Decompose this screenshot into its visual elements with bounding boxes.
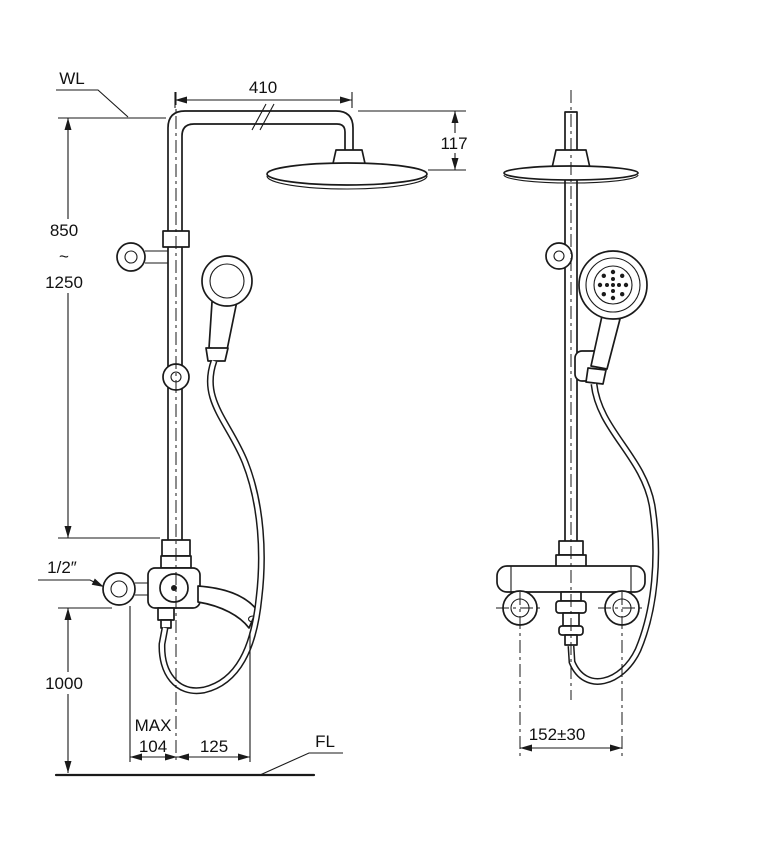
bath-spout [197,585,258,629]
text-background [437,133,471,153]
pipe-outer-line [167,110,354,573]
dim-mixer-height-text: 1000 [45,674,83,693]
dimension-arrow [64,526,72,538]
label-floor-line: FL [54,732,343,777]
dim-inlet-spacing-text: 152±30 [529,725,586,744]
dimension-arm-reach: 410 [174,78,353,108]
dimension-arrow [165,753,177,761]
wall-bracket [116,242,168,272]
handset-face-mid [585,257,641,313]
inlet-size-text: 1/2″ [47,558,77,577]
dimension-arrow [64,761,72,773]
bracket-flange-right-inner [553,250,565,262]
dim-arm-reach-text: 410 [249,78,277,97]
hand-shower [201,255,253,362]
hose-outlet-nut [160,619,172,629]
shower-head-disc [266,162,428,186]
hose-connector [205,347,229,362]
dim-spout-reach-text: 125 [200,737,228,756]
left-elevation-view [102,103,428,695]
leader-arrow [91,578,104,587]
dimension-arrow [177,753,189,761]
text-background [42,219,86,293]
floor-line-leader [259,752,343,776]
dim-head-drop-text: 117 [440,134,467,153]
dimension-arrow [130,753,142,761]
extension-lines [358,110,466,171]
label-water-line: WL [56,69,129,118]
shower-hose-right [567,383,660,685]
dimension-arrow [451,158,459,170]
handset-handle-right [590,315,621,370]
dimension-head-drop: 117 [358,110,471,171]
water-line-leader [56,89,129,118]
hand-shower-right [574,250,648,385]
hose-outer [158,359,265,695]
mixer-body-end-lines [510,566,632,592]
hose-connector-right [585,367,607,385]
hand-shower-head [201,255,253,307]
shower-hose [158,359,265,695]
dimension-wall-clearance: MAX 104 [129,606,177,762]
dimension-arrow [64,608,72,620]
dim-max-label-text: MAX [135,716,172,735]
dimension-inlet-spacing: 152±30 [520,725,622,752]
mixer-valve [102,555,259,629]
dimension-arrow [175,96,187,104]
label-inlet-size: 1/2″ [38,558,104,587]
dimension-riser-height: 850 ~ 1250 [42,117,166,539]
pipe-inner-line [181,123,346,573]
dimension-arrow [520,744,532,752]
wall-bracket-right [545,242,573,270]
water-line-text: WL [59,69,85,88]
dimension-spout-reach: 125 [177,632,251,762]
pipe-break-marks [251,103,275,131]
hand-shower-head-inner [209,263,245,299]
dim-max-value-text: 104 [139,737,167,756]
hose-outlet [157,607,175,621]
handset-face-plate [593,265,633,305]
flange-link-lines [135,582,148,596]
dimension-arrow [610,744,622,752]
dim-riser-min-text: 850 [50,221,78,240]
dimension-arrow [340,96,352,104]
spray-nozzle-dots [597,269,629,301]
text-background [43,672,85,694]
dimension-arrow [64,118,72,130]
dimension-arrow [238,753,250,761]
wall-flange [102,572,136,606]
bracket-flange-inner [124,250,138,264]
wall-flange-inner [110,580,128,598]
bracket-link-lines [145,250,168,264]
hose-inner [159,360,264,693]
dim-riser-max-text: 1250 [45,273,83,292]
dimension-mixer-height: 1000 [43,607,112,773]
floor-line-text: FL [315,732,335,751]
inlet-size-leader [38,579,95,583]
shower-head-rim [266,175,428,190]
bracket-flange [116,242,146,272]
centerlines [175,90,646,762]
bracket-flange-right [545,242,573,270]
head-rim-edge [503,174,639,184]
right-elevation-view [496,111,660,685]
dimension-arrow [451,111,459,123]
pipe-lines-right [564,111,578,557]
hose-right-inner [569,383,658,684]
overhead-shower [266,149,428,190]
dim-riser-tilde-text: ~ [59,247,69,266]
riser-pipe [161,103,354,573]
